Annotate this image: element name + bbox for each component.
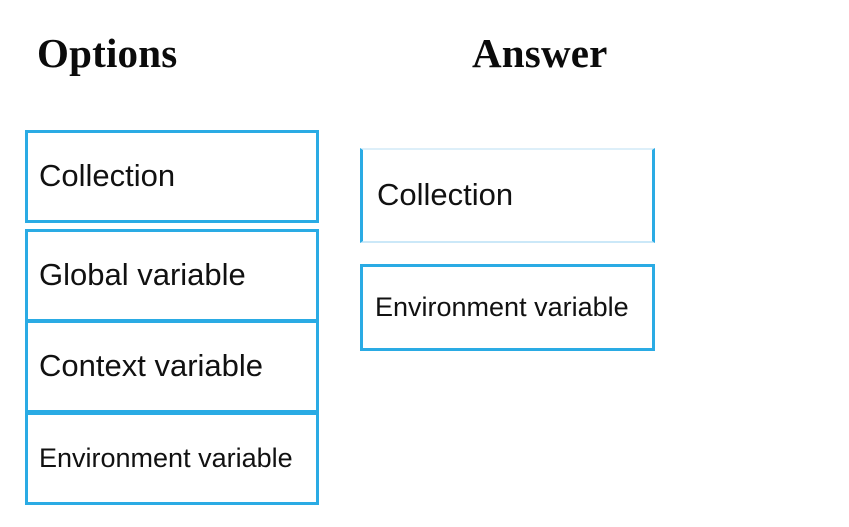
option-tile-label: Context variable — [39, 348, 264, 384]
option-tile-global-variable[interactable]: Global variable — [25, 229, 319, 322]
answer-slot-collection[interactable]: Collection — [360, 148, 655, 243]
answer-slot-environment-variable[interactable]: Environment variable — [360, 264, 655, 351]
option-tile-collection[interactable]: Collection — [25, 130, 319, 223]
answer-slot-label: Environment variable — [375, 292, 629, 323]
option-tile-context-variable[interactable]: Context variable — [25, 320, 319, 413]
answer-column-heading: Answer — [472, 30, 608, 76]
option-tile-label: Collection — [39, 158, 176, 194]
option-tile-label: Global variable — [39, 257, 246, 293]
options-column-heading: Options — [37, 30, 178, 76]
option-tile-label: Environment variable — [39, 443, 293, 474]
option-tile-environment-variable[interactable]: Environment variable — [25, 412, 319, 505]
answer-slot-label: Collection — [377, 177, 514, 213]
